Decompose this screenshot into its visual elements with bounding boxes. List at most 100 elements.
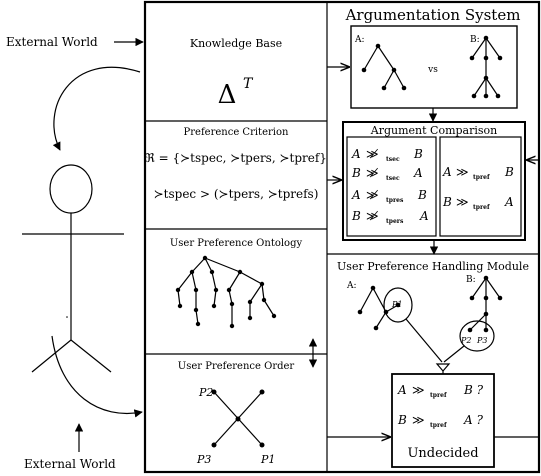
tree-node <box>373 325 379 331</box>
tree-edge <box>249 283 263 303</box>
feedback-curve-bottom <box>51 335 143 418</box>
tree-node <box>226 287 232 293</box>
comparison-left-row-2: B ≫̸ tsec A <box>351 166 423 182</box>
tree-node <box>189 269 195 275</box>
tree-node <box>202 255 208 261</box>
comparison-right-row-2: B ≫ tpref A <box>442 195 514 211</box>
preference-criterion-formula-2: ≻tspec > (≻tpers, ≻tprefs) <box>154 187 319 201</box>
tree-edge <box>204 257 241 273</box>
undecided-to-comparison-arrow <box>494 160 540 438</box>
svg-text:≫̸: ≫̸ <box>366 209 379 223</box>
tree-edge <box>263 299 275 317</box>
user-preference-ontology-title: User Preference Ontology <box>170 238 303 249</box>
versus-label: vs <box>427 65 438 75</box>
tree-node <box>175 287 181 293</box>
tree-node <box>469 55 475 61</box>
svg-text:A: A <box>442 165 452 179</box>
svg-text:tpref: tpref <box>473 204 490 211</box>
undecided-verdict: Undecided <box>407 446 478 461</box>
tree-edge <box>485 77 499 97</box>
tree-edge <box>213 289 217 307</box>
tree-node <box>211 303 217 309</box>
tree-node <box>483 295 489 301</box>
tree-node <box>357 309 363 315</box>
tree-node <box>483 275 489 281</box>
tree-node <box>193 287 199 293</box>
tree-node <box>259 281 265 287</box>
order-label-p3: P3 <box>196 453 211 466</box>
svg-text:≫̸: ≫̸ <box>366 188 379 202</box>
stick-figure-head <box>49 164 93 214</box>
tree-node <box>237 269 243 275</box>
tree-node <box>261 297 267 303</box>
tree-edge <box>377 45 395 71</box>
svg-text:B: B <box>397 413 407 427</box>
tree-edge <box>204 257 213 273</box>
tree-node <box>391 67 397 73</box>
tree-node <box>395 302 401 308</box>
feedback-curve-top <box>52 66 141 151</box>
tree-node <box>213 287 219 293</box>
tree-edge <box>359 287 374 313</box>
tree-node <box>483 327 489 333</box>
module-label-p3: P3 <box>476 336 487 345</box>
tree-node <box>209 269 215 275</box>
comparison-preference-box <box>439 136 522 237</box>
tree-edge <box>375 311 387 329</box>
knowledge-base-superscript: T <box>243 76 254 92</box>
module-label-p2: P2 <box>460 336 471 345</box>
tree-edge <box>473 77 487 97</box>
tree-edge <box>177 271 193 291</box>
knowledge-base-symbol: Δ <box>218 80 237 110</box>
tree-node <box>483 93 489 99</box>
argument-a-tree <box>361 43 407 91</box>
undecided-row-2: B ≫ tpref A ? <box>397 413 483 429</box>
tree-node <box>497 55 503 61</box>
tree-edge <box>385 304 399 313</box>
svg-text:B: B <box>504 165 514 179</box>
argument-a-label: A: <box>354 35 365 45</box>
svg-text:A: A <box>413 166 423 180</box>
tree-edge <box>239 271 263 285</box>
svg-text:≫: ≫ <box>412 413 425 427</box>
tree-node <box>375 43 381 49</box>
tree-edge <box>393 69 405 89</box>
argument-comparison-title: Argument Comparison <box>370 124 497 137</box>
tree-node <box>483 311 489 317</box>
external-world-bottom-label: External World <box>24 457 116 471</box>
tree-edge <box>261 283 265 301</box>
stick-figure-right-leg <box>70 339 112 373</box>
order-label-p2: P2 <box>198 386 213 399</box>
tree-node <box>361 67 367 73</box>
svg-text:≫̸: ≫̸ <box>366 147 379 161</box>
tree-edge <box>363 45 379 71</box>
module-argument-b-label: B: <box>466 275 476 285</box>
tree-node <box>177 303 183 309</box>
argument-pair-box <box>350 25 518 109</box>
tree-edge <box>485 37 501 59</box>
comparison-left-row-4: B ≫̸ tpers A <box>351 209 429 225</box>
tree-node <box>495 93 501 99</box>
tree-node <box>229 301 235 307</box>
tree-node <box>271 313 277 319</box>
tree-node <box>370 285 376 291</box>
handling-module-title: User Preference Handling Module <box>337 260 529 273</box>
knowledge-base-title: Knowledge Base <box>190 37 282 50</box>
external-world-top-label: External World <box>6 35 98 49</box>
svg-text:≫: ≫ <box>456 165 469 179</box>
module-argument-a-label: A: <box>346 281 357 291</box>
merge-triangle <box>435 363 451 372</box>
order-label-p1: P1 <box>260 453 275 466</box>
svg-text:≫: ≫ <box>456 195 469 209</box>
preference-criterion-title: Preference Criterion <box>184 127 289 138</box>
tree-edge <box>177 289 181 307</box>
svg-text:A ?: A ? <box>463 413 483 427</box>
tree-node <box>247 299 253 305</box>
svg-text:tsec: tsec <box>386 156 400 163</box>
svg-text:A: A <box>351 147 361 161</box>
tree-edge <box>383 69 395 89</box>
comparison-left-row-1: A ≫̸ tsec B <box>351 147 423 163</box>
module-argument-b-tree <box>467 275 503 333</box>
tree-node <box>229 323 235 329</box>
undecided-row-1: A ≫ tpref B ? <box>397 383 484 399</box>
